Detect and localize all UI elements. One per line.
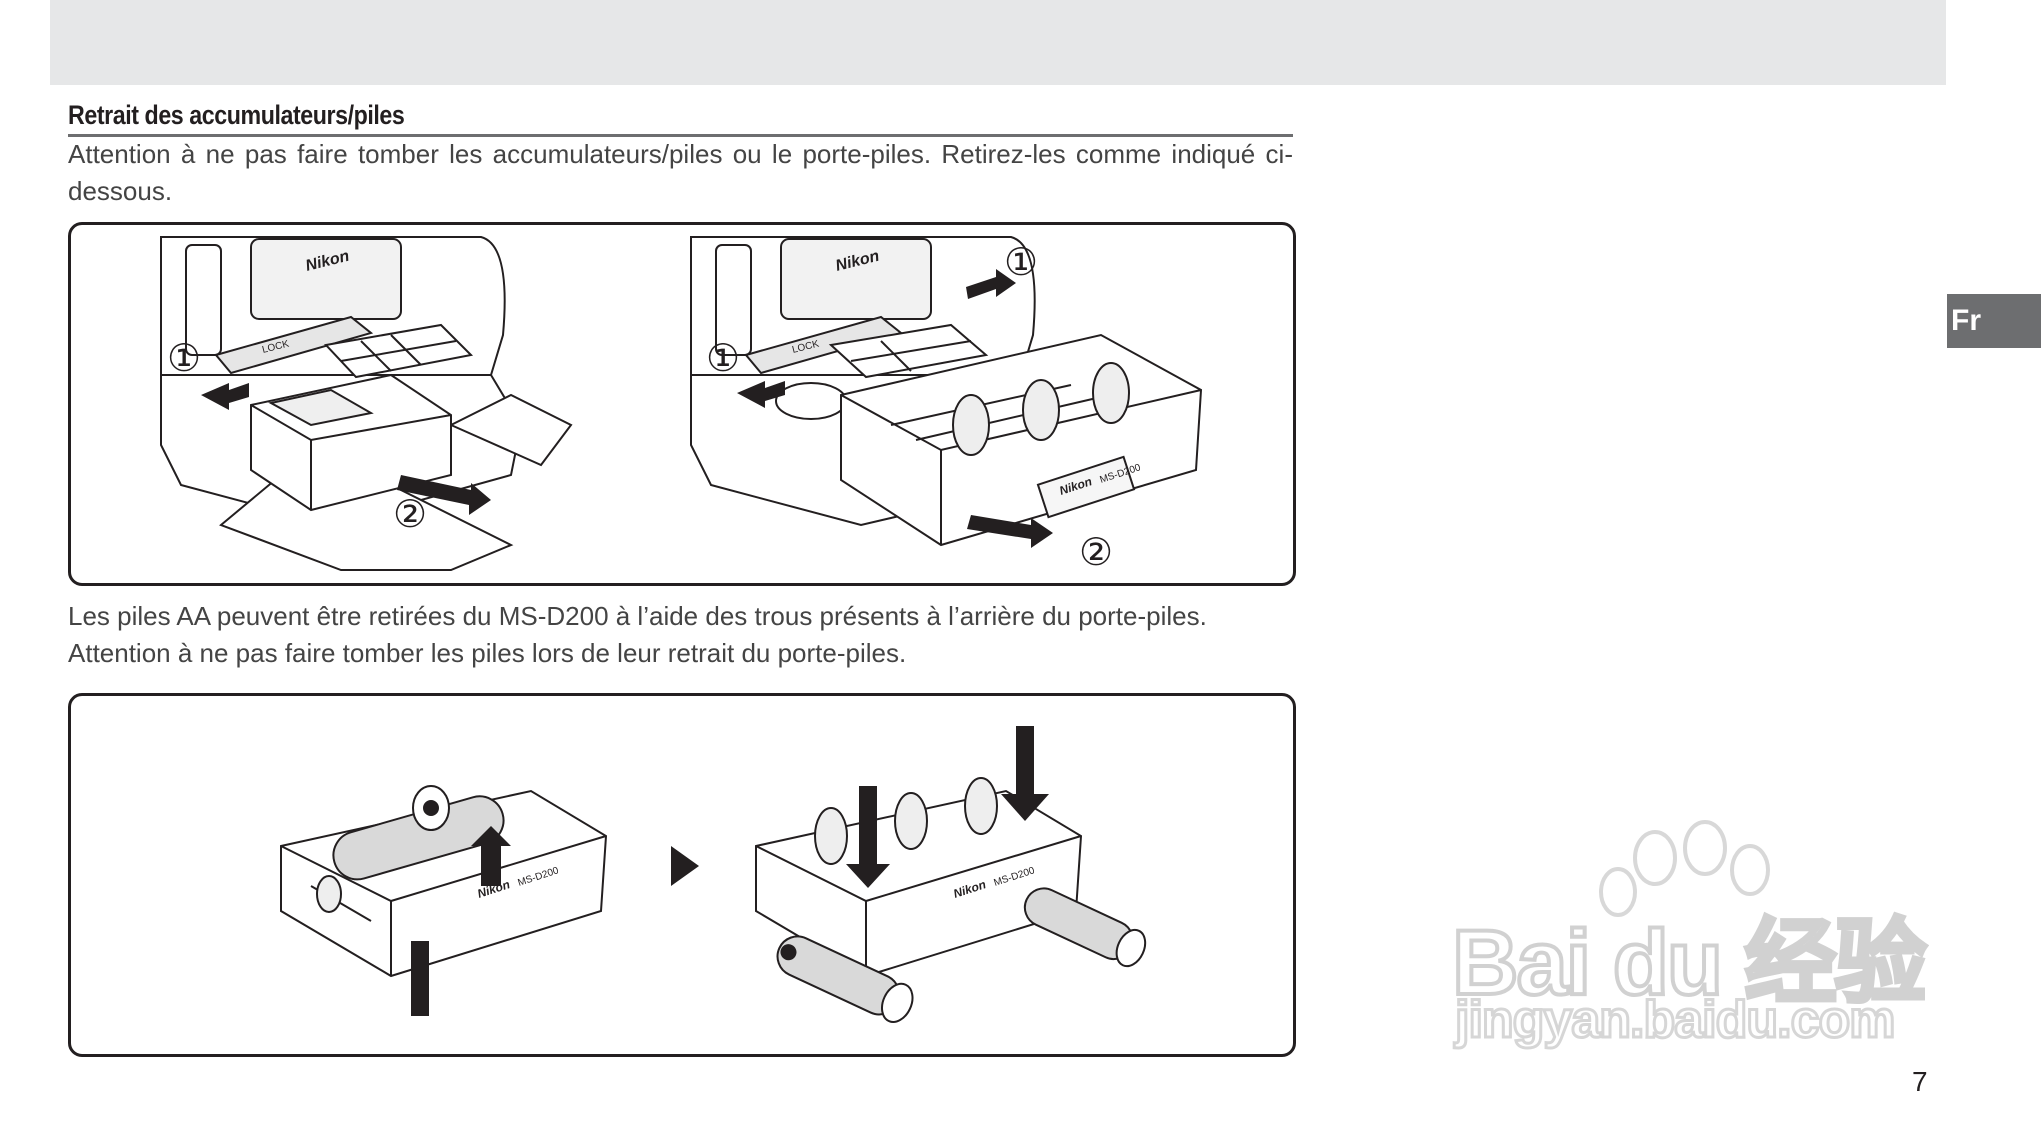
- intro-paragraph: Attention à ne pas faire tomber les accu…: [68, 139, 1293, 206]
- watermark-url: jingyan.baidu.com: [1454, 990, 1897, 1051]
- section-heading: Retrait des accumulateurs/piles: [68, 100, 1293, 137]
- step-2-label-left: ②: [393, 492, 427, 536]
- step-1-label-right: ①: [706, 336, 740, 380]
- top-band: [50, 0, 1946, 85]
- step-2-label-right: ②: [1079, 530, 1113, 574]
- battery-removal-illustration: ① ② ① ① ② Nikon Nikon Nikon LOCK LOCK MS…: [160, 236, 1203, 574]
- figure-battery-removal: ① ② ① ① ② Nikon Nikon Nikon LOCK LOCK MS…: [68, 222, 1296, 586]
- page-number: 7: [1912, 1066, 1928, 1097]
- step-1-label-right-top: ①: [1004, 240, 1038, 284]
- watermark-logo-text: Bai du 经验: [1450, 910, 1929, 1016]
- baidu-paw-icon: [1599, 820, 1770, 917]
- aa-removal-paragraph: Les piles AA peuvent être retirées du MS…: [68, 601, 1207, 668]
- language-tab: Fr: [1947, 294, 2041, 348]
- figure-aa-removal: Nikon Nikon MS-D200 MS-D200: [68, 693, 1296, 1057]
- step-1-label-left: ①: [167, 336, 201, 380]
- aa-removal-illustration: Nikon Nikon MS-D200 MS-D200: [280, 726, 1147, 1023]
